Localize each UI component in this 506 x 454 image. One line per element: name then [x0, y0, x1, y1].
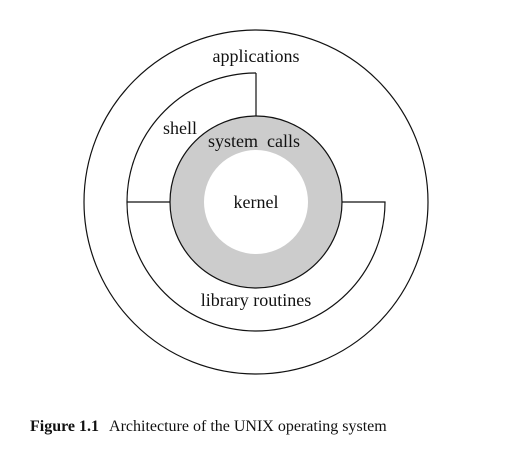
kernel-label: kernel	[234, 192, 279, 212]
applications-ring	[83, 29, 429, 375]
applications-label: applications	[213, 46, 300, 66]
figure-caption: Figure 1.1 Architecture of the UNIX opera…	[30, 419, 387, 435]
figure-number: Figure 1.1	[30, 418, 100, 435]
figure-caption-text: Architecture of the UNIX operating syste…	[109, 418, 387, 435]
kernel-core	[204, 150, 308, 254]
system-calls-label: system calls	[208, 131, 300, 151]
library-routines-label: library routines	[201, 290, 311, 310]
shell-library-boundary	[126, 72, 386, 332]
shell-label: shell	[163, 118, 197, 138]
